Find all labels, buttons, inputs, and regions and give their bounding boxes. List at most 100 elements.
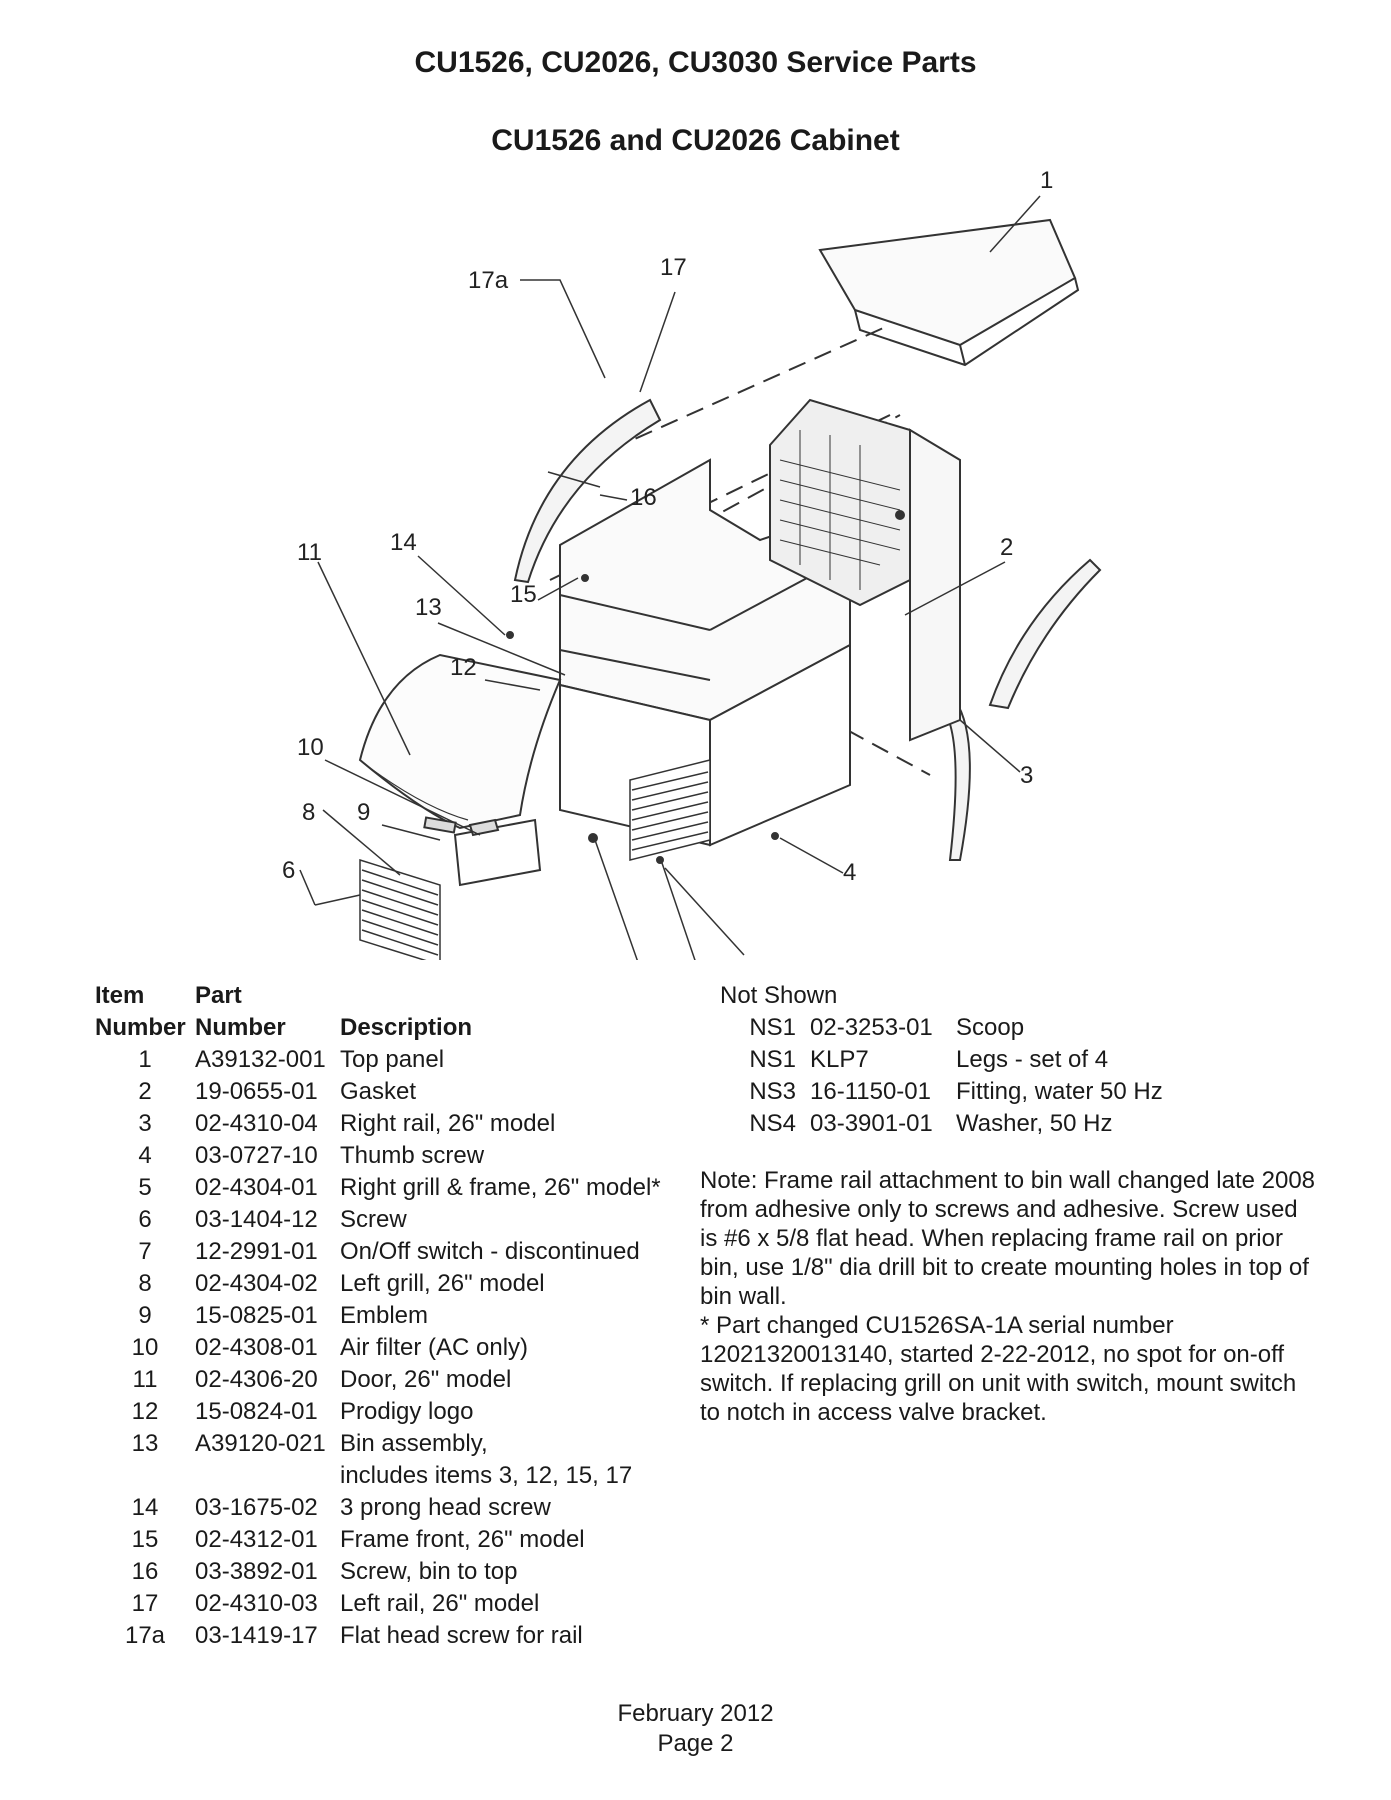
ns-part-number: 03-3901-01	[810, 1110, 933, 1137]
part-description: Prodigy logo	[340, 1398, 474, 1425]
right-rail-drawing	[938, 558, 1102, 861]
air-filter-drawing	[423, 816, 542, 887]
item-number: 3	[138, 1110, 152, 1137]
ice-machine-drawing	[769, 398, 961, 742]
part-description: Frame front, 26" model	[340, 1526, 585, 1553]
small-parts-drawing	[506, 510, 905, 864]
part-number: 03-1675-02	[195, 1494, 318, 1521]
item-number: 17a	[124, 1622, 166, 1649]
part-description: Bin assembly,	[340, 1430, 488, 1457]
part-description: Left grill, 26" model	[340, 1270, 545, 1297]
note-block: Note: Frame rail attachment to bin wall …	[700, 1166, 1320, 1427]
item-number: 11	[132, 1366, 158, 1393]
ns-description: Scoop	[956, 1014, 1025, 1041]
item-number: 17	[131, 1590, 159, 1617]
item-number: 13	[131, 1430, 159, 1457]
header-part-number: Number	[195, 1014, 286, 1041]
item-number: 4	[138, 1142, 152, 1169]
item-number: 6	[138, 1206, 152, 1233]
part-number: 03-0727-10	[195, 1142, 318, 1169]
part-number: 02-4304-01	[195, 1174, 318, 1201]
part-number: 02-4308-01	[195, 1334, 318, 1361]
callout-17a: 17a	[468, 267, 509, 294]
callout-4: 4	[843, 859, 856, 886]
callout-3: 3	[1020, 762, 1033, 789]
ns-description: Legs - set of 4	[956, 1046, 1109, 1073]
callout-6-left: 6	[282, 857, 295, 884]
table-row: 17a 03-1419-17 Flat head screw for rail	[95, 1620, 661, 1652]
table-row: 13 A39120-021 Bin assembly,	[95, 1428, 661, 1460]
part-number: A39132-001	[195, 1046, 326, 1073]
part-description: Flat head screw for rail	[340, 1622, 583, 1649]
item-number: 9	[138, 1302, 152, 1329]
part-description: Emblem	[340, 1302, 429, 1329]
part-description: Door, 26" model	[340, 1366, 512, 1393]
item-number: 14	[131, 1494, 159, 1521]
note-paragraph-1: Note: Frame rail attachment to bin wall …	[700, 1167, 1316, 1310]
item-number: 16	[131, 1558, 159, 1585]
note-paragraph-2: * Part changed CU1526SA-1A serial number…	[700, 1312, 1297, 1426]
page-title: CU1526, CU2026, CU3030 Service Parts	[414, 46, 977, 79]
callout-8: 8	[302, 799, 315, 826]
ns-description: Washer, 50 Hz	[956, 1110, 1113, 1137]
part-description: Thumb screw	[340, 1142, 485, 1169]
table-row: includes items 3, 12, 15, 17	[95, 1460, 661, 1492]
item-number: 5	[138, 1174, 152, 1201]
part-description: 3 prong head screw	[340, 1494, 551, 1521]
callout-1: 1	[1040, 167, 1053, 194]
header-description: Description	[340, 1014, 473, 1041]
callout-17: 17	[660, 254, 687, 281]
callout-16: 16	[630, 484, 657, 511]
part-description: Left rail, 26" model	[340, 1590, 540, 1617]
item-number: 1	[138, 1046, 152, 1073]
right-grill-drawing	[629, 759, 711, 861]
not-shown-heading: Not Shown	[720, 982, 838, 1009]
top-panel-drawing	[818, 218, 1080, 367]
part-number: 03-1419-17	[195, 1622, 318, 1649]
item-number: 12	[131, 1398, 159, 1425]
callout-13: 13	[415, 594, 442, 621]
part-description: Right rail, 26" model	[340, 1110, 556, 1137]
item-number: 7	[138, 1238, 152, 1265]
part-number: 03-3892-01	[195, 1558, 318, 1585]
footer-page: Page 2	[657, 1730, 734, 1757]
part-description: Top panel	[340, 1046, 445, 1073]
ns-description: Fitting, water 50 Hz	[956, 1078, 1163, 1105]
part-number: 12-2991-01	[195, 1238, 318, 1265]
part-number: 19-0655-01	[195, 1078, 318, 1105]
list-item: NS4 03-3901-01 Washer, 50 Hz	[720, 1108, 1163, 1140]
part-description: Screw	[340, 1206, 407, 1233]
part-description: On/Off switch - discontinued	[340, 1238, 640, 1265]
part-number	[195, 1460, 340, 1492]
table-row: 4 03-0727-10 Thumb screw	[95, 1140, 661, 1172]
ns-item-number: NS4	[749, 1110, 796, 1137]
part-number: 03-1404-12	[195, 1206, 318, 1233]
ns-part-number: 16-1150-01	[810, 1078, 931, 1105]
callout-10: 10	[297, 734, 324, 761]
header-item: Item	[95, 982, 145, 1009]
item-number: 15	[131, 1526, 159, 1553]
door-drawing	[358, 653, 562, 830]
item-number	[95, 1460, 195, 1492]
ns-item-number: NS1	[749, 1046, 796, 1073]
callout-15: 15	[510, 581, 537, 608]
part-number: 02-4312-01	[195, 1526, 318, 1553]
part-number: 02-4304-02	[195, 1270, 318, 1297]
ns-item-number: NS1	[749, 1014, 796, 1041]
part-number: A39120-021	[195, 1430, 326, 1457]
part-number: 15-0825-01	[195, 1302, 318, 1329]
callout-2: 2	[1000, 534, 1013, 561]
callout-14: 14	[390, 529, 417, 556]
page-subtitle: CU1526 and CU2026 Cabinet	[491, 124, 900, 157]
part-description: includes items 3, 12, 15, 17	[340, 1462, 633, 1489]
table-row: 7 12-2991-01 On/Off switch - discontinued	[95, 1236, 661, 1268]
